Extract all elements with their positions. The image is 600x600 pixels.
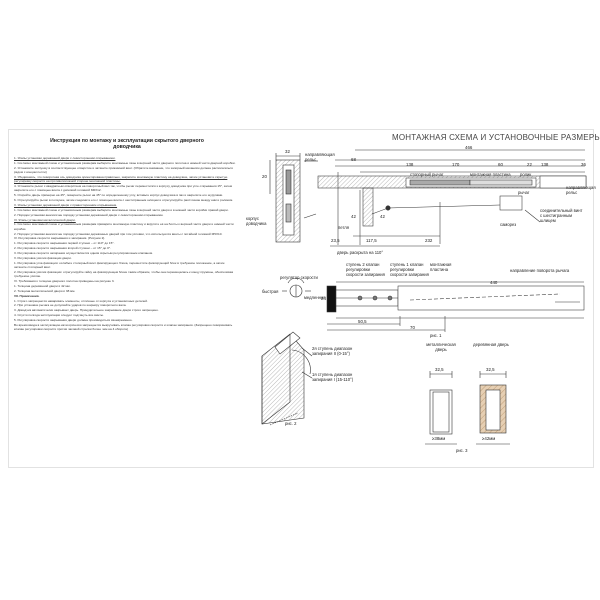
instruction-paragraph: II. Этапы установки деревянной двери с п… bbox=[14, 202, 118, 207]
mounting-scheme-drawing bbox=[317, 149, 587, 247]
instruction-paragraph: 1. Согласно монтажной схеме и установочн… bbox=[14, 222, 234, 231]
dim-label: 170 bbox=[452, 162, 460, 167]
scheme-label-roller: ролик bbox=[520, 172, 532, 177]
instruction-paragraph: 1. Регулировка угла фиксации: ослабьте с… bbox=[14, 260, 225, 270]
speed-slow-label: медленная bbox=[304, 295, 326, 300]
small-dim-label: 32 bbox=[285, 149, 290, 154]
scheme-label-lever: рычаг bbox=[518, 190, 530, 195]
small-label-guide-rail: направляющая рельс bbox=[305, 152, 335, 162]
scheme-label-door-opening: дверь раскрыта на 110° bbox=[337, 250, 384, 255]
instruction-paragraph: 2. Порядок установки аналогичен порядку … bbox=[14, 231, 223, 236]
dim-label: 60 bbox=[498, 162, 503, 167]
fig2-stage2-label: 2я ступень диапазон запирания II (0-15°) bbox=[312, 346, 353, 356]
fig3-wood-door-label: деревянная дверь bbox=[473, 342, 509, 347]
fig1-dim-label: 70 bbox=[410, 325, 415, 330]
instruction-paragraph: 2. При установке рычага не допускайте уд… bbox=[14, 303, 127, 308]
speed-fast-label: быстрая bbox=[262, 289, 279, 294]
speed-regulator-icon bbox=[282, 277, 311, 298]
instruction-paragraph: 6. Отрегулируйте рычаг в ползунке, затем… bbox=[14, 197, 234, 202]
instruction-paragraph: 1. Согласно монтажной схеме и установочн… bbox=[14, 207, 229, 212]
instruction-paragraph: 3. Убедившись, что поворотная ось доводч… bbox=[14, 174, 228, 184]
fig3-metal-door-label: металлическая дверь bbox=[426, 342, 456, 352]
speed-regulator-label: регулятор скорости bbox=[280, 275, 318, 280]
instruction-paragraph: V. Регулировка усилия фиксации двери. bbox=[14, 255, 72, 260]
fig1-dim-label: 50,5 bbox=[358, 319, 367, 324]
dim-label: 117,5 bbox=[366, 238, 377, 243]
fig3-metal-thickness: ≥38мм bbox=[432, 436, 446, 441]
instruction-paragraph: 2. Установите заглушку в соответствующее… bbox=[14, 165, 233, 174]
figure-1-drawing bbox=[326, 281, 585, 332]
instruction-paragraph: VII. Примечания. bbox=[14, 293, 40, 298]
scheme-label-guide: направляющая рельс bbox=[566, 185, 596, 195]
fig3-caption: рис. 3 bbox=[456, 448, 468, 453]
figure-3-metal-section bbox=[425, 371, 457, 445]
dim-label: 68 bbox=[351, 157, 356, 162]
instruction-paragraph: 2. Регулировка скорости закрывания второ… bbox=[14, 246, 111, 251]
instruction-paragraph: VI. Требования к толщине дверного полотн… bbox=[14, 279, 115, 284]
dim-label: 23,5 bbox=[331, 238, 340, 243]
fig3-dim-label: 32,5 bbox=[435, 367, 444, 372]
fig1-caption: рис. 1 bbox=[430, 333, 442, 338]
fig1-dim-label: 24 bbox=[321, 296, 326, 301]
small-section-drawing bbox=[269, 153, 318, 243]
fig1-stage2-label: ступень 2 клапан регулировки скорости за… bbox=[346, 262, 385, 277]
instruction-paragraph: 3. Доводчик автоматически закрывает двер… bbox=[14, 308, 159, 313]
fig3-dim-label: 32,5 bbox=[486, 367, 495, 372]
fig1-dim-label: 440 bbox=[490, 280, 498, 285]
instruction-paragraph: 3. Регулировка скорости запирания осущес… bbox=[14, 251, 153, 256]
small-dim-label: 20 bbox=[262, 174, 267, 179]
instruction-paragraph: 1. Этапы установки деревянной двери с ле… bbox=[14, 156, 116, 160]
instruction-paragraph: 1. Регулировка скорости закрывания перво… bbox=[14, 241, 115, 246]
dim-label: 232 bbox=[425, 238, 433, 243]
fig2-stage1-label: 1я ступень диапазон запирания I (15-110°… bbox=[312, 372, 354, 382]
instruction-paragraph: 2. Регулировка усилия фиксации: отрегули… bbox=[14, 269, 234, 279]
instruction-paragraph: 5. Откройте дверь примерно на 45°, повер… bbox=[14, 193, 224, 198]
instruction-paragraph: Во время ввода в эксплуатацию категориче… bbox=[14, 323, 233, 332]
instruction-paragraph: III. Этапы установки металлической двери… bbox=[14, 217, 76, 222]
dim-label: 42 bbox=[351, 214, 356, 219]
instruction-paragraph: 1. Строго запрещается наваривать элемент… bbox=[14, 298, 148, 303]
dim-label: 466 bbox=[465, 145, 473, 150]
fig1-lever-direction-label: направление поворота рычага bbox=[510, 268, 570, 273]
dim-label: 138 bbox=[406, 162, 414, 167]
scheme-title: МОНТАЖНАЯ СХЕМА И УСТАНОВОЧНЫЕ РАЗМЕРЫ bbox=[392, 133, 600, 142]
fig1-stage1-label: ступень 1 клапан регулировки скорости за… bbox=[390, 262, 429, 277]
instructions-body: 1. Этапы установки деревянной двери с ле… bbox=[14, 156, 236, 456]
dim-label: 36 bbox=[581, 162, 586, 167]
fig2-caption: рис. 2 bbox=[285, 421, 297, 426]
figure-3-wood-section bbox=[476, 371, 510, 445]
dim-label: 138 bbox=[541, 162, 549, 167]
scheme-label-screw: саморез bbox=[500, 222, 517, 227]
instruction-paragraph: 4. Спустя полгода эксплуатации следует п… bbox=[14, 313, 104, 318]
fig1-mount-plate-label: монтажная пластина bbox=[430, 262, 452, 272]
scheme-label-hex-screw: соединительный винт с шестигранным шлице… bbox=[540, 208, 583, 223]
instruction-paragraph: 1. Толщина деревянной двери ≥ 42 мм. bbox=[14, 283, 71, 288]
instruction-paragraph: 5. Регулировка скорости закрывания двери… bbox=[14, 318, 133, 323]
scheme-label-plate: монтажная пластина bbox=[470, 172, 511, 177]
instruction-paragraph: 1. Согласно монтажной схеме и установочн… bbox=[14, 160, 236, 165]
small-label-body: корпус доводчика bbox=[246, 216, 267, 226]
instruction-paragraph: 2. Порядок установки аналогичен порядку … bbox=[14, 212, 164, 217]
instructions-title: Инструкция по монтажу и эксплуатации скр… bbox=[50, 138, 204, 150]
dim-label: 42 bbox=[380, 214, 385, 219]
figure-2-drawing bbox=[261, 331, 313, 426]
scheme-label-stop-lever: стопорный рычаг bbox=[410, 172, 444, 177]
instruction-paragraph: 2. Толщина металлической двери ≥ 38 мм. bbox=[14, 288, 76, 293]
scheme-label-hinge: петля bbox=[338, 225, 349, 230]
dim-label: 22 bbox=[527, 162, 532, 167]
instruction-paragraph: IV. Регулировка скорости закрывания и за… bbox=[14, 236, 106, 241]
instruction-paragraph: 4. Установите рычаг с квадратным отверст… bbox=[14, 183, 233, 193]
fig3-wood-thickness: ≥42мм bbox=[482, 436, 496, 441]
